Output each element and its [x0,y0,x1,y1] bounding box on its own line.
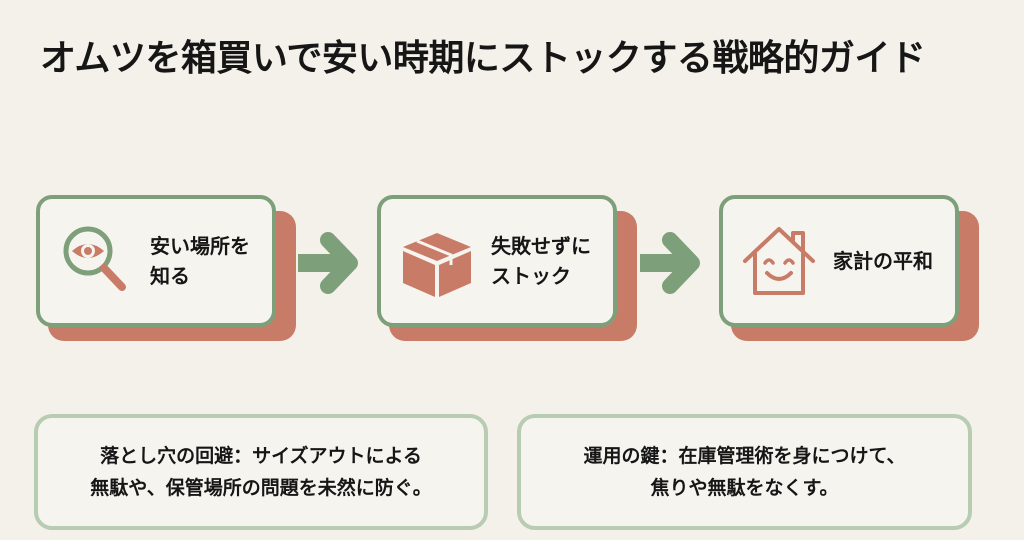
step-label-line1: 安い場所を [150,234,250,258]
step-label-line2: 知る [150,264,190,288]
arrow-right-icon [298,232,358,294]
note-operation-key: 運用の鍵：在庫管理術を身につけて、 焦りや無駄をなくす。 [517,414,972,530]
step-label-line1: 家計の平和 [833,249,933,273]
note-line1: 運用の鍵：在庫管理術を身につけて、 [583,445,906,467]
step-card-body: 失敗せずに ストック [377,195,617,327]
note-line2: 焦りや無駄をなくす。 [650,477,839,499]
cardboard-box-icon [402,233,472,297]
magnifier-eye-icon [63,226,126,291]
note-line2: 無駄や、保管場所の問題を未然に防ぐ。 [90,477,432,499]
step-label-line2: ストック [491,264,571,288]
page-title: オムツを箱買いで安い時期にストックする戦略的ガイド [40,38,926,79]
step-card-find-cheap-places: 安い場所を 知る [36,195,296,341]
note-pitfall-avoidance: 落とし穴の回避：サイズアウトによる 無駄や、保管場所の問題を未然に防ぐ。 [34,414,488,530]
note-line1: 落とし穴の回避：サイズアウトによる [100,445,422,467]
step-card-stock-without-failure: 失敗せずに ストック [377,195,637,341]
step-card-household-peace: 家計の平和 [719,195,979,341]
smiling-house-icon [743,227,815,295]
step-label-line1: 失敗せずに [491,234,591,258]
arrow-right-icon [640,232,700,294]
step-card-body: 家計の平和 [719,195,959,327]
step-card-body: 安い場所を 知る [36,195,276,327]
